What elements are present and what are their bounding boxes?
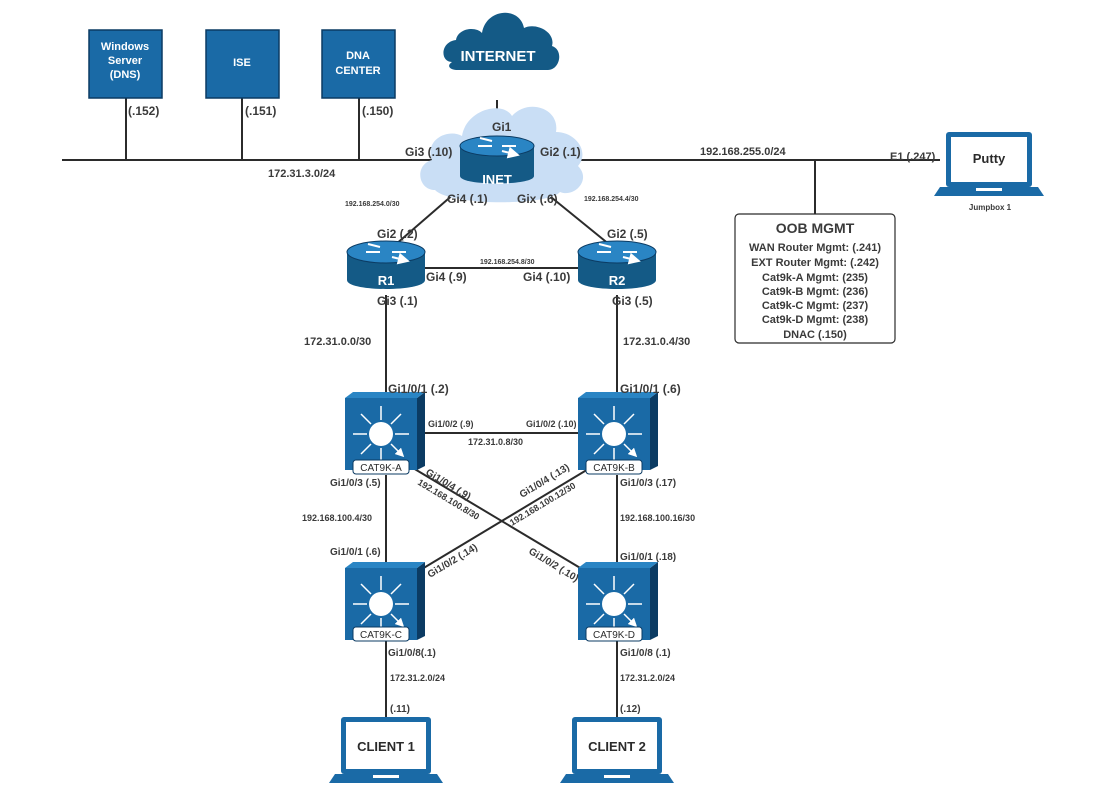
r2-label: R2: [609, 273, 626, 288]
client1-ip-label: (.11): [390, 704, 410, 715]
oob-line: Cat9k-A Mgmt: (235): [762, 272, 868, 284]
dns-server-label-2: Server: [108, 55, 143, 67]
cat9k-a-p3-label: Gi1/0/3 (.5): [330, 478, 381, 489]
inet-r2-subnet-label: 192.168.254.4/30: [584, 196, 639, 203]
putty-port-label: E1 (.247): [890, 151, 936, 163]
cat9k-b-p3-label: Gi1/0/3 (.17): [620, 478, 676, 489]
cat9k-b-label: CAT9K-B: [593, 463, 635, 474]
b-d-subnet-label: 192.168.100.16/30: [620, 513, 695, 523]
inet-r1-subnet-label: 192.168.254.0/30: [345, 201, 400, 208]
dns-server[interactable]: Windows Server (DNS): [88, 29, 163, 99]
cat9k-a-switch[interactable]: CAT9K-A: [345, 392, 425, 475]
r2-gi2-label: Gi2 (.5): [607, 227, 648, 241]
ise-ip-label: (.151): [245, 104, 276, 118]
r1-gi3-label: Gi3 (.1): [377, 294, 418, 308]
oob-line: WAN Router Mgmt: (.241): [749, 242, 881, 254]
cat9k-c-p1-label: Gi1/0/1 (.6): [330, 547, 381, 558]
oob-line: Cat9k-B Mgmt: (236): [762, 286, 869, 298]
oob-line: EXT Router Mgmt: (.242): [751, 257, 879, 269]
d-client-subnet-label: 172.31.2.0/24: [620, 673, 675, 683]
r1-gi4-label: Gi4 (.9): [426, 270, 467, 284]
mgmt-lan-subnet-label: 172.31.3.0/24: [268, 168, 336, 180]
cat9k-b-p2-label: Gi1/0/2 (.10): [526, 419, 577, 429]
putty-label: Putty: [973, 151, 1006, 166]
client1-laptop-icon[interactable]: CLIENT 1: [329, 717, 443, 783]
inet-gi1-label: Gi1: [492, 120, 512, 134]
dns-server-label-3: (DNS): [110, 69, 141, 81]
cat9k-d-p1-label: Gi1/0/1 (.18): [620, 552, 676, 563]
client2-laptop-icon[interactable]: CLIENT 2: [560, 717, 674, 783]
client2-label: CLIENT 2: [588, 739, 646, 754]
r1-label: R1: [378, 273, 395, 288]
oob-title: OOB MGMT: [776, 220, 855, 236]
cat9k-d-label: CAT9K-D: [593, 630, 635, 641]
cat9k-d-switch[interactable]: CAT9K-D: [578, 562, 658, 642]
dns-ip-label: (.152): [128, 104, 159, 118]
cat9k-d-p8-label: Gi1/0/8 (.1): [620, 648, 671, 659]
cat9k-a-p1-label: Gi1/0/1 (.2): [388, 382, 449, 396]
oob-mgmt-box: OOB MGMT WAN Router Mgmt: (.241) EXT Rou…: [734, 213, 896, 344]
r2-router[interactable]: R2: [577, 240, 657, 289]
cat9k-b-p1-label: Gi1/0/1 (.6): [620, 382, 681, 396]
a-b-subnet-label: 172.31.0.8/30: [468, 437, 523, 447]
cat9kb-cat9kc-line: [411, 467, 591, 576]
cat9k-c-p8-label: Gi1/0/8(.1): [388, 648, 436, 659]
cat9k-b-switch[interactable]: CAT9K-B: [578, 392, 658, 475]
cat9k-c-label: CAT9K-C: [360, 630, 402, 641]
wan-subnet-label: 192.168.255.0/24: [700, 146, 787, 158]
a-c-subnet-label: 192.168.100.4/30: [302, 513, 372, 523]
dns-server-label-1: Windows: [101, 41, 149, 53]
oob-line: Cat9k-D Mgmt: (238): [762, 314, 869, 326]
dna-ip-label: (.150): [362, 104, 393, 118]
internet-cloud-icon: INTERNET: [443, 12, 560, 70]
c-client-subnet-label: 172.31.2.0/24: [390, 673, 445, 683]
r1-r2-subnet-label: 192.168.254.8/30: [480, 259, 535, 266]
inet-label: INET: [482, 172, 512, 187]
inet-gi3-label: Gi3 (.10): [405, 145, 452, 159]
r1-a-subnet-label: 172.31.0.0/30: [304, 336, 371, 348]
r2-gi3-label: Gi3 (.5): [612, 294, 653, 308]
inet-gi2-label: Gi2 (.1): [540, 145, 581, 159]
oob-line: Cat9k-C Mgmt: (237): [762, 300, 869, 312]
ise-server-label: ISE: [233, 57, 251, 69]
putty-laptop-icon[interactable]: Putty: [934, 132, 1044, 196]
inet-gi4-label: Gi4 (.1): [447, 192, 488, 206]
r1-gi2-label: Gi2 (.2): [377, 227, 418, 241]
r2-b-subnet-label: 172.31.0.4/30: [623, 336, 690, 348]
dna-server-label-1: DNA: [346, 50, 370, 62]
inet-router[interactable]: INET: [459, 135, 535, 187]
internet-label: INTERNET: [461, 48, 536, 65]
cat9k-a-p2-label: Gi1/0/2 (.9): [428, 419, 474, 429]
oob-line: DNAC (.150): [783, 329, 847, 341]
links: [62, 98, 940, 718]
inet-gix-label: Gix (.6): [517, 192, 558, 206]
client1-label: CLIENT 1: [357, 739, 415, 754]
ise-server[interactable]: ISE: [205, 29, 280, 99]
dna-server-label-2: CENTER: [335, 65, 380, 77]
dna-center-server[interactable]: DNA CENTER: [321, 29, 396, 99]
r2-gi4-label: Gi4 (.10): [523, 270, 570, 284]
client2-ip-label: (.12): [620, 704, 641, 715]
jumpbox-label: Jumpbox 1: [969, 203, 1012, 212]
cat9k-c-switch[interactable]: CAT9K-C: [345, 562, 425, 642]
r1-router[interactable]: R1: [346, 240, 426, 289]
cat9k-a-label: CAT9K-A: [360, 463, 402, 474]
